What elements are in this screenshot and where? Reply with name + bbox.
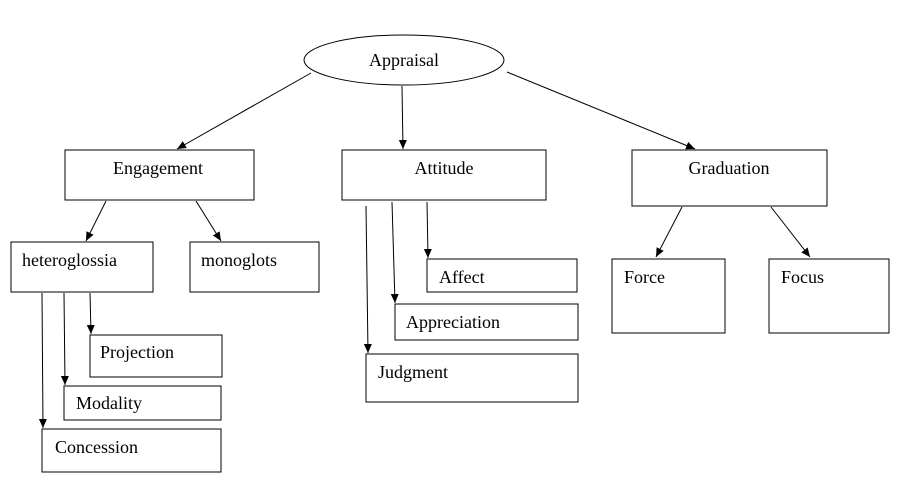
node-projection: Projection: [89, 334, 223, 378]
node-heteroglossia: heteroglossia: [10, 241, 154, 293]
node-appraisal-shape: [303, 34, 505, 86]
node-graduation-label: Graduation: [689, 158, 770, 178]
node-projection-box: [89, 334, 223, 378]
node-force: Force: [611, 258, 726, 334]
node-monoglots: monoglots: [189, 241, 320, 293]
edge-appraisal-attitude: [398, 85, 407, 150]
node-concession: Concession: [41, 428, 222, 473]
node-focus-label: Focus: [781, 267, 824, 287]
node-focus: Focus: [768, 258, 890, 334]
node-concession-box: [41, 428, 222, 473]
edge-graduation-force: [655, 206, 683, 258]
edges: [38, 71, 811, 429]
node-monoglots-box: [189, 241, 320, 293]
node-graduation: Graduation: [631, 149, 828, 207]
edge-attitude-appreciation: [390, 201, 399, 304]
node-force-box: [611, 258, 726, 334]
node-attitude-label: Attitude: [415, 158, 474, 178]
node-concession-label: Concession: [55, 437, 138, 457]
node-affect: Affect: [426, 258, 578, 293]
edge-appraisal-graduation: [506, 71, 696, 150]
node-appreciation-box: [394, 303, 579, 341]
node-affect-box: [426, 258, 578, 293]
node-appreciation: Appreciation: [394, 303, 579, 341]
node-attitude-box: [341, 149, 547, 201]
edge-graduation-focus: [770, 206, 811, 258]
node-projection-label: Projection: [100, 342, 174, 362]
node-attitude: Attitude: [341, 149, 547, 201]
edge-attitude-affect: [423, 201, 432, 259]
edge-heteroglossia-projection: [86, 292, 95, 335]
node-judgment-box: [365, 353, 579, 403]
node-appreciation-label: Appreciation: [406, 312, 500, 332]
node-force-label: Force: [624, 267, 665, 287]
node-affect-label: Affect: [439, 267, 485, 287]
node-engagement: Engagement: [64, 149, 255, 201]
node-judgment: Judgment: [365, 353, 579, 403]
node-monoglots-label: monoglots: [201, 250, 277, 270]
edge-appraisal-engagement: [176, 72, 312, 150]
edge-engagement-heteroglossia: [85, 200, 107, 242]
node-judgment-label: Judgment: [378, 362, 448, 382]
node-engagement-box: [64, 149, 255, 201]
node-appraisal: Appraisal: [303, 34, 505, 86]
node-graduation-box: [631, 149, 828, 207]
node-modality-box: [63, 385, 222, 421]
node-heteroglossia-box: [10, 241, 154, 293]
node-focus-box: [768, 258, 890, 334]
edge-engagement-monoglots: [195, 200, 222, 242]
edge-attitude-judgment: [363, 205, 372, 354]
node-heteroglossia-label: heteroglossia: [22, 250, 117, 270]
node-engagement-label: Engagement: [113, 158, 203, 178]
edge-heteroglossia-modality: [60, 292, 69, 386]
node-modality: Modality: [63, 385, 222, 421]
edge-heteroglossia-concession: [38, 292, 47, 429]
node-modality-label: Modality: [76, 393, 142, 413]
node-appraisal-label: Appraisal: [369, 50, 439, 70]
